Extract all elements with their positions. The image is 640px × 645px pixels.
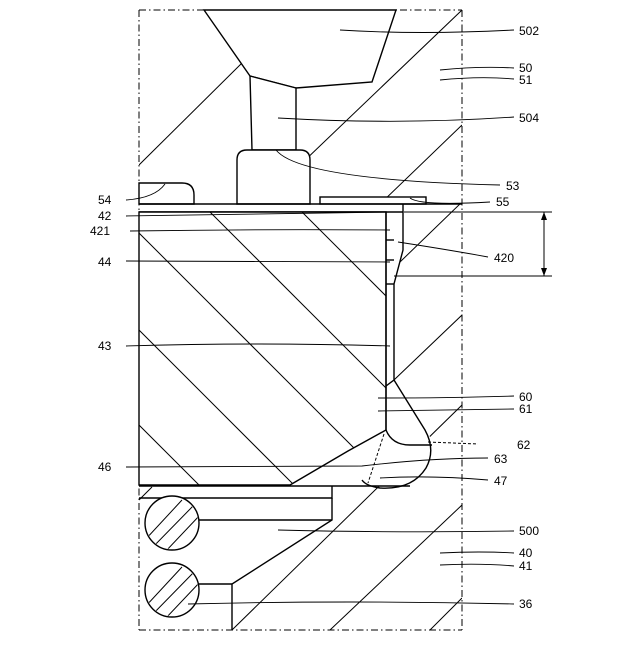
label-421: 421 — [90, 224, 110, 238]
label-62: 62 — [517, 438, 531, 452]
label-44: 44 — [98, 255, 112, 269]
label-502: 502 — [519, 24, 539, 38]
shaft-504 — [250, 76, 296, 150]
roller-lower — [145, 563, 200, 619]
label-54: 54 — [98, 193, 112, 207]
block-43 — [139, 212, 386, 485]
upper-member-502 — [204, 10, 396, 88]
label-55: 55 — [496, 195, 510, 209]
label-42: 42 — [98, 209, 112, 223]
label-61: 61 — [519, 402, 533, 416]
pad-54 — [139, 183, 194, 204]
label-504: 504 — [519, 111, 539, 125]
label-43: 43 — [98, 339, 112, 353]
label-41: 41 — [519, 559, 533, 573]
channel-420 — [386, 212, 403, 430]
roller-upper — [145, 496, 200, 552]
right-hatching-upper — [394, 202, 462, 380]
label-46: 46 — [98, 460, 112, 474]
label-47: 47 — [494, 474, 508, 488]
label-420: 420 — [494, 251, 514, 265]
label-63: 63 — [494, 452, 508, 466]
label-51: 51 — [519, 73, 533, 87]
label-36: 36 — [519, 597, 533, 611]
label-53: 53 — [506, 179, 520, 193]
boss-53 — [237, 150, 310, 204]
label-40: 40 — [519, 546, 533, 560]
label-500: 500 — [519, 524, 539, 538]
dimension-marker — [394, 212, 552, 276]
